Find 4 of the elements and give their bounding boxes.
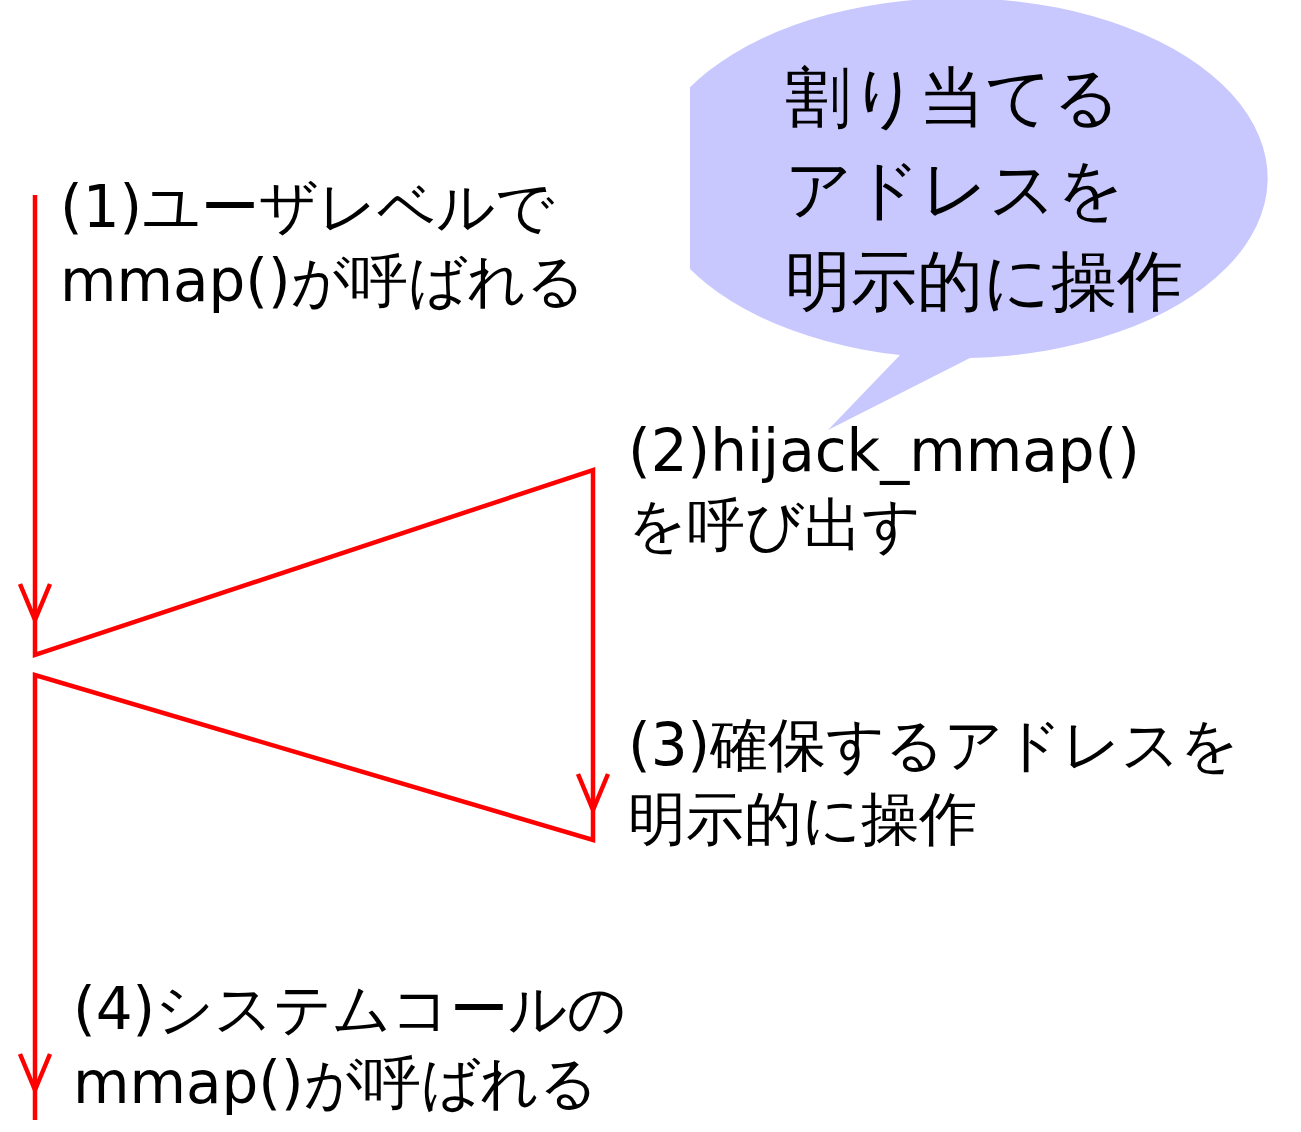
step-text: (3)確保するアドレスを明示的に操作	[628, 710, 1240, 855]
step-text: (1)ユーザレベルでmmap()が呼ばれる	[60, 172, 585, 317]
step-text: (2)hijack_mmap()を呼び出す	[628, 416, 1140, 561]
step-text: (4)システムコールのmmap()が呼ばれる	[73, 974, 627, 1119]
